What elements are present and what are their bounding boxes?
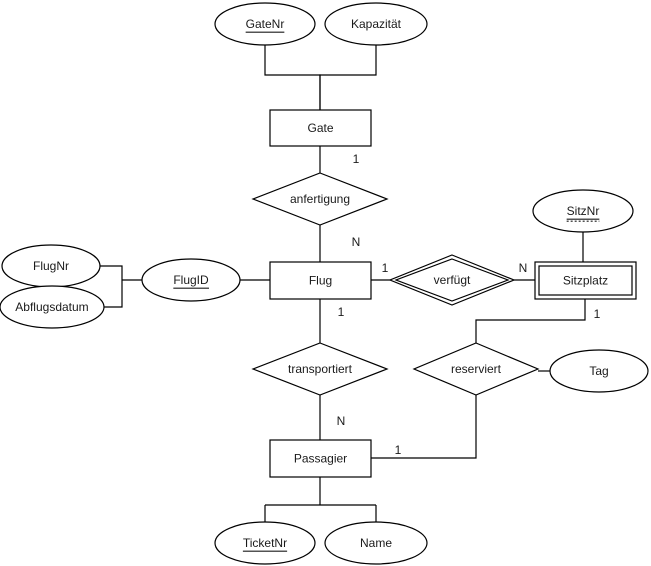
entity-passagier[interactable]: Passagier xyxy=(269,439,372,478)
relationship-diamond[interactable] xyxy=(412,342,540,396)
entity-label: Sitzplatz xyxy=(563,274,608,288)
entity-label: Passagier xyxy=(294,452,347,466)
relationship-diamond-outer[interactable] xyxy=(388,254,516,306)
relationship-reserviert[interactable]: reserviert xyxy=(412,342,540,396)
attribute-ellipse[interactable] xyxy=(324,2,428,46)
connector-layer xyxy=(100,45,586,522)
attribute-label: Tag xyxy=(589,364,608,378)
entity-box[interactable] xyxy=(269,261,372,300)
entity-layer: Gate Flug Sitzplatz Passagier xyxy=(269,109,637,478)
attribute-ellipse[interactable] xyxy=(549,349,649,393)
cardinality-flug-verfuegt: 1 xyxy=(382,261,389,275)
entity-box[interactable] xyxy=(269,109,372,147)
entity-gate[interactable]: Gate xyxy=(269,109,372,147)
cardinality-sitzplatz-reserviert: 1 xyxy=(594,307,601,321)
entity-box[interactable] xyxy=(269,439,372,478)
attribute-flugnr[interactable]: FlugNr xyxy=(1,244,101,288)
cardinality-flug-transportiert: 1 xyxy=(338,305,345,319)
attribute-label: FlugNr xyxy=(33,259,69,273)
attribute-ellipse[interactable] xyxy=(0,285,105,329)
cardinality-gate-anfertigung: 1 xyxy=(353,152,360,166)
relationship-diamond-inner xyxy=(394,258,510,302)
attribute-label: GateNr xyxy=(246,17,285,31)
cardinality-transportiert-passagier: N xyxy=(337,414,346,428)
attribute-ellipse[interactable] xyxy=(214,521,316,565)
entity-label: Flug xyxy=(309,274,332,288)
attribute-tag[interactable]: Tag xyxy=(549,349,649,393)
relationship-verfuegt[interactable]: verfügt xyxy=(388,254,516,306)
cardinality-verfuegt-sitzplatz: N xyxy=(519,261,528,275)
edge-kapazitaet-to-gate xyxy=(319,45,377,110)
edge-passagier-to-reserviert xyxy=(371,395,477,459)
weak-entity-box-inner xyxy=(538,265,633,296)
edge-gatenr-to-gate xyxy=(264,45,321,110)
relationship-layer: anfertigung verfügt transportiert reserv… xyxy=(251,172,540,396)
entity-flug[interactable]: Flug xyxy=(269,261,372,300)
attribute-name[interactable]: Name xyxy=(324,521,428,565)
cardinality-anfertigung-flug: N xyxy=(352,235,361,249)
cardinality-layer: 1 N 1 N 1 N 1 1 xyxy=(337,152,601,457)
relationship-transportiert[interactable]: transportiert xyxy=(251,342,389,396)
attribute-flugid[interactable]: FlugID xyxy=(141,258,241,302)
relationship-diamond[interactable] xyxy=(251,172,389,226)
attribute-ticketnr[interactable]: TicketNr xyxy=(214,521,316,565)
attribute-label: Name xyxy=(360,536,392,550)
attribute-label: SitzNr xyxy=(567,204,600,218)
relationship-label: reserviert xyxy=(451,362,502,376)
entity-sitzplatz[interactable]: Sitzplatz xyxy=(534,261,637,300)
entity-label: Gate xyxy=(307,121,333,135)
attribute-abflugsdatum[interactable]: Abflugsdatum xyxy=(0,285,105,329)
attribute-ellipse[interactable] xyxy=(532,189,634,233)
attribute-gatenr[interactable]: GateNr xyxy=(214,2,316,46)
cardinality-passagier-reserviert: 1 xyxy=(395,443,402,457)
attribute-label: FlugID xyxy=(173,273,209,287)
relationship-anfertigung[interactable]: anfertigung xyxy=(251,172,389,226)
attribute-label: TicketNr xyxy=(243,536,287,550)
relationship-label: anfertigung xyxy=(290,192,350,206)
relationship-diamond[interactable] xyxy=(251,342,389,396)
weak-entity-box-outer[interactable] xyxy=(534,261,637,300)
attribute-label: Kapazität xyxy=(351,17,402,31)
relationship-label: transportiert xyxy=(288,362,353,376)
attribute-sitznr[interactable]: SitzNr xyxy=(532,189,634,233)
edge-flugnr-to-branch xyxy=(100,265,123,280)
relationship-label: verfügt xyxy=(434,273,471,287)
edge-sitzplatz-to-reserviert xyxy=(475,299,586,343)
attribute-kapazitaet[interactable]: Kapazität xyxy=(324,2,428,46)
attribute-label: Abflugsdatum xyxy=(15,300,88,314)
attribute-ellipse[interactable] xyxy=(214,2,316,46)
edge-abflugsdatum-to-branch xyxy=(104,280,123,308)
attribute-ellipse[interactable] xyxy=(324,521,428,565)
attribute-ellipse[interactable] xyxy=(141,258,241,302)
